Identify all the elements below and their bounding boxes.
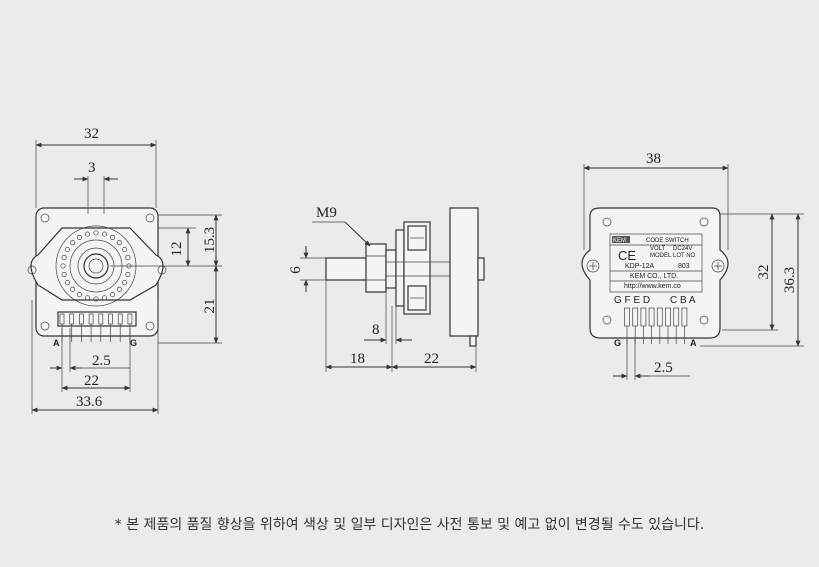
dim-bushing: 8 — [372, 322, 380, 338]
side-view: M9 6 8 18 22 — [288, 205, 485, 372]
shaft-end — [83, 253, 109, 279]
label-rating-value: DC24V — [673, 246, 692, 252]
contact-ring — [60, 230, 132, 302]
label-model-header: MODEL — [650, 253, 672, 259]
contact-dot — [61, 271, 67, 278]
rear-pin-left-label: G — [614, 338, 621, 348]
label-url: http://www.kem.co — [624, 283, 681, 290]
dim-front-bottom: 21 — [202, 299, 218, 314]
dim-shaft-length: 18 — [350, 351, 365, 367]
label-title: CODE SWITCH — [646, 238, 689, 244]
dim-shaft-dia: 6 — [288, 266, 304, 274]
contact-dot — [93, 230, 99, 236]
label-company: KEM CO., LTD. — [630, 273, 678, 280]
contact-dot — [109, 292, 116, 298]
dim-rear-height-total: 36.3 — [782, 267, 798, 293]
contact-dot — [101, 295, 108, 301]
dim-rear-pitch: 2.5 — [654, 360, 673, 376]
dim-shaft-flat: 3 — [88, 160, 96, 176]
contact-dot — [125, 271, 131, 278]
dim-rear-height: 32 — [756, 265, 772, 280]
contact-dot — [109, 234, 116, 240]
dim-rear-width: 38 — [646, 151, 661, 167]
dim-thread: M9 — [316, 205, 337, 221]
label-logo: KEM — [613, 238, 626, 244]
contact-dot — [64, 246, 70, 253]
label-lot-header: LOT NO — [673, 253, 696, 259]
front-pin-left-label: A — [53, 338, 60, 348]
rear-view: KEM CODE SWITCH VOLT DC24V CE MODEL LOT … — [581, 151, 804, 380]
contact-dot — [60, 263, 66, 269]
label-rating-volt: VOLT — [650, 246, 666, 252]
contact-dot — [70, 240, 76, 246]
front-pin-right-label: G — [130, 338, 137, 348]
contact-dot — [116, 286, 122, 292]
dim-front-width: 32 — [84, 126, 99, 142]
side-nut — [365, 243, 387, 293]
dim-front-overall: 33.6 — [76, 394, 103, 410]
label-lot: 803 — [678, 263, 690, 270]
contact-dot — [76, 292, 83, 298]
label-model: KDP-12A — [625, 263, 655, 270]
front-view: A G 32 3 12 15.3 21 2.5 22 33.6 — [27, 126, 222, 414]
dim-front-top-total: 15.3 — [202, 227, 218, 253]
dim-body-length: 22 — [424, 351, 439, 367]
rear-pin-letters-right: C B A — [670, 295, 696, 306]
rear-pin-right-label: A — [690, 338, 697, 348]
side-housing — [449, 207, 479, 337]
contact-dot — [84, 295, 91, 301]
contact-dot — [122, 246, 128, 253]
contact-dot — [70, 286, 76, 292]
contact-dot — [61, 254, 67, 261]
dim-front-pin-span: 22 — [84, 373, 99, 389]
label-ce-mark: CE — [618, 248, 636, 263]
contact-dot — [76, 234, 83, 240]
contact-dot — [101, 231, 108, 237]
dim-front-pitch: 2.5 — [92, 353, 111, 369]
contact-dot — [93, 296, 99, 302]
rear-terminal-pins — [624, 307, 688, 344]
contact-dot — [125, 254, 131, 261]
product-label — [609, 233, 703, 293]
dim-front-top: 12 — [169, 242, 185, 257]
contact-dot — [84, 231, 91, 237]
rear-pin-letters-left: G F E D — [614, 295, 650, 306]
contact-dot — [64, 279, 70, 286]
footnote: * 본 제품의 품질 향상을 위하여 색상 및 일부 디자인은 사전 통보 및 … — [114, 517, 705, 533]
contact-dot — [116, 240, 122, 246]
contact-dot — [122, 279, 128, 286]
